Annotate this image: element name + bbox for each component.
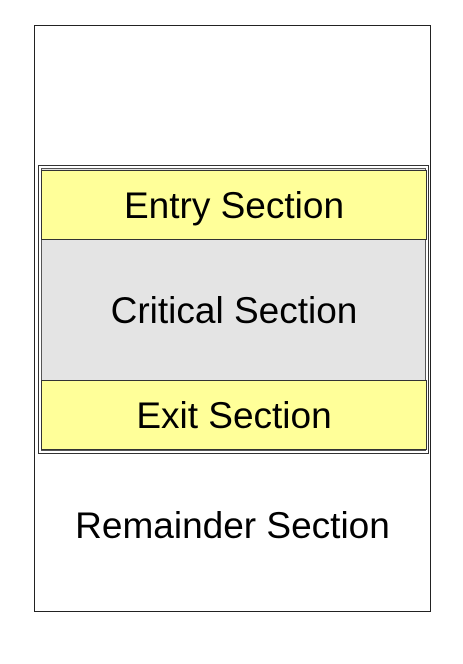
remainder-section-label: Remainder Section	[75, 504, 390, 546]
entry-section-label: Entry Section	[123, 184, 345, 226]
critical-section-label: Critical Section	[110, 289, 358, 331]
remainder-section-label-wrap: Remainder Section	[34, 490, 431, 560]
exit-section-label: Exit Section	[136, 394, 332, 436]
exit-section-box: Exit Section	[41, 380, 427, 450]
entry-section-box: Entry Section	[41, 170, 427, 240]
critical-section-label-wrap: Critical Section	[41, 240, 427, 380]
